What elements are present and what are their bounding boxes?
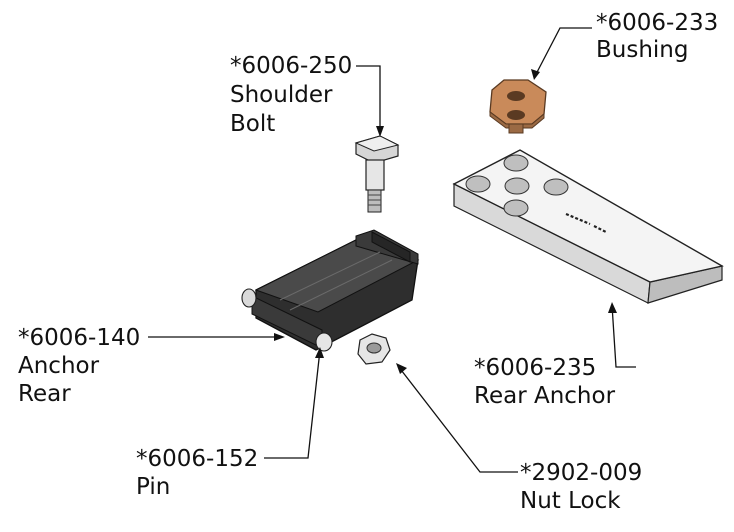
nut-lock-name: Nut Lock	[520, 488, 621, 514]
shoulder-bolt-leader	[356, 65, 381, 134]
nut-lock-part-number: *2902-009	[520, 460, 642, 486]
pin-arrowhead	[315, 347, 324, 358]
rear-anchor-leader	[611, 304, 636, 368]
anchor-rear-name-line2: Rear	[18, 381, 71, 407]
anchor-rear-name-line1: Anchor	[18, 353, 100, 379]
anchor-rear-callout: *6006-140 Anchor Rear	[18, 325, 140, 407]
pin-name: Pin	[136, 474, 170, 500]
rear-anchor-plate	[452, 149, 724, 304]
shoulder-bolt-part-number: *6006-250	[230, 53, 352, 79]
nut-lock-callout: *2902-009 Nut Lock	[520, 460, 642, 514]
shoulder-bolt-name-line1: Shoulder	[230, 82, 333, 108]
pin-part-number: *6006-152	[136, 446, 258, 472]
nut-lock-leader	[397, 365, 518, 473]
shoulder-bolt-arrowhead	[376, 126, 384, 137]
shoulder-bolt-part	[354, 135, 400, 213]
nut-lock-arrowhead	[396, 363, 407, 374]
pin-callout: *6006-152 Pin	[136, 446, 258, 500]
rear-anchor-part-number: *6006-235	[474, 355, 596, 381]
bushing-part-number: *6006-233	[596, 10, 718, 36]
bushing-callout: *6006-233 Bushing	[596, 10, 718, 63]
nut-lock-part	[357, 333, 391, 365]
bushing-leader	[533, 27, 592, 79]
bushing-arrowhead	[531, 69, 540, 80]
shoulder-bolt-name-line2: Bolt	[230, 111, 275, 137]
pin-leader	[264, 349, 321, 459]
anchor-rear-part	[241, 229, 420, 352]
rear-anchor-callout: *6006-235 Rear Anchor	[474, 355, 616, 409]
rear-anchor-name: Rear Anchor	[474, 383, 616, 409]
rear-anchor-arrowhead	[608, 302, 617, 313]
anchor-rear-arrowhead	[274, 333, 285, 341]
bushing-name: Bushing	[596, 37, 688, 63]
shoulder-bolt-callout: *6006-250 Shoulder Bolt	[230, 53, 352, 137]
anchor-rear-part-number: *6006-140	[18, 325, 140, 351]
bushing-part	[489, 79, 547, 134]
